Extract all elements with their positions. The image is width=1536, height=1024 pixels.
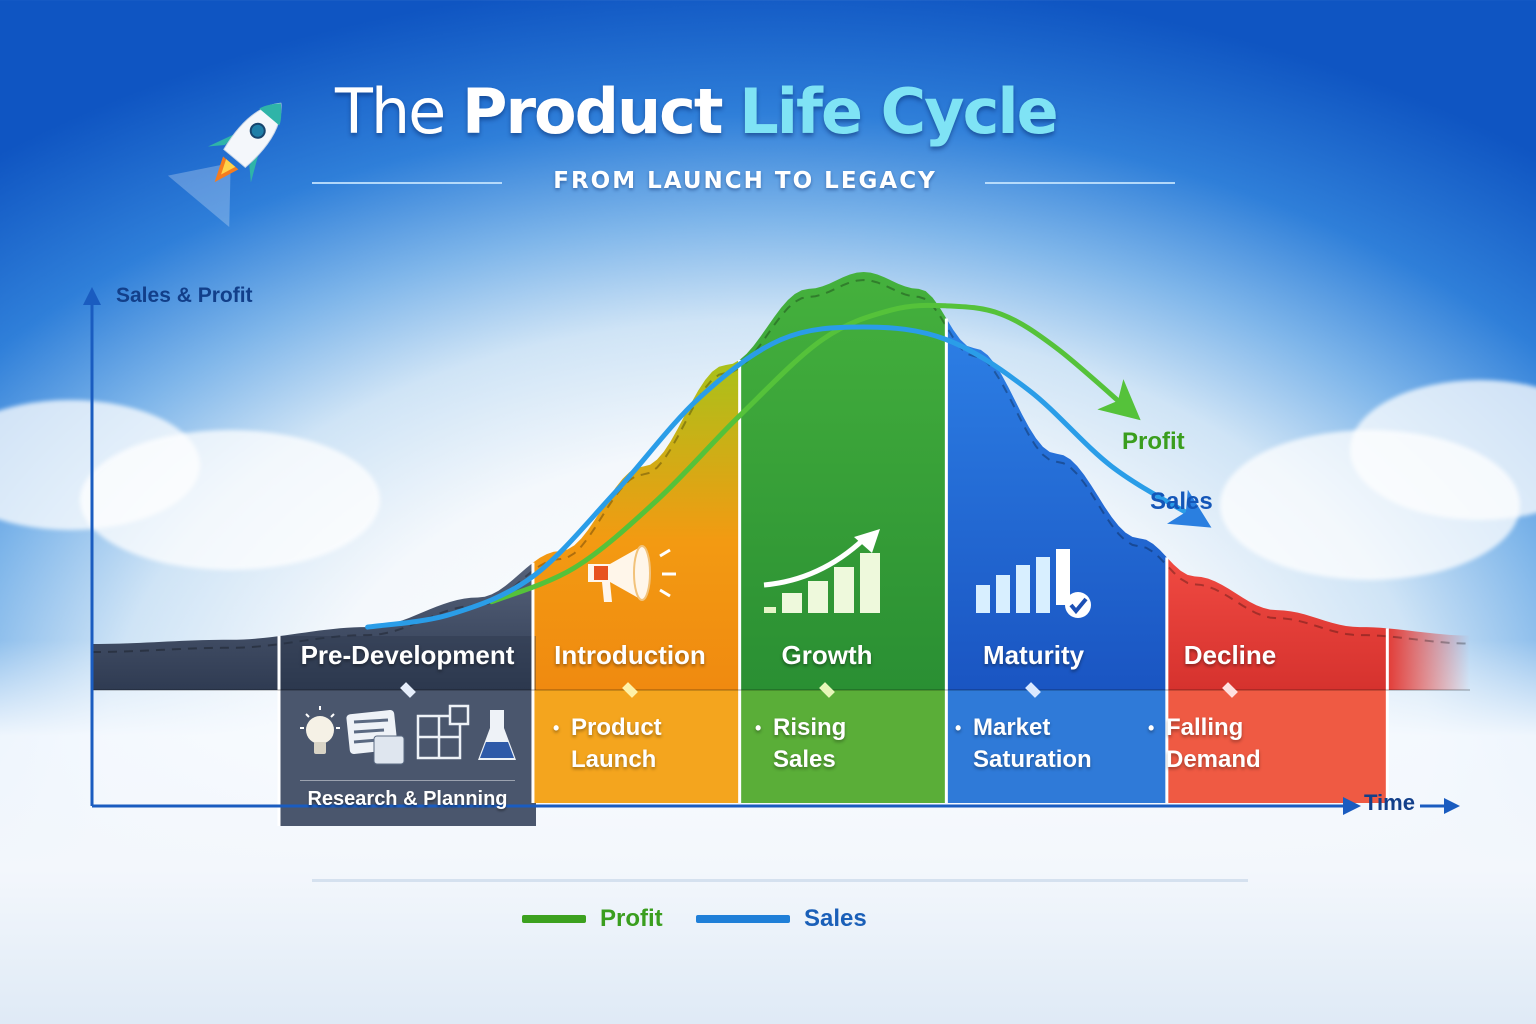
stage-title-decline: Decline (1183, 640, 1277, 670)
profit-legend-label: Profit (600, 905, 663, 932)
stage-title-maturity: Maturity (982, 640, 1085, 670)
flask-icon (478, 710, 516, 760)
stage-bullet-growth: •Rising Sales (755, 712, 905, 776)
stage-title-growth: Growth (781, 640, 873, 670)
research-icons (300, 704, 516, 765)
pre-development-header-panel (279, 636, 536, 690)
rocket-icon (167, 102, 282, 227)
blueprint-icon (416, 704, 470, 760)
profit-curve-label: Profit (1122, 428, 1185, 455)
stage-lower-panel (739, 690, 947, 803)
sales-line (365, 324, 1212, 630)
title-life-cycle: Life Cycle (739, 75, 1058, 148)
stage-bullet-decline: •Falling Demand (1148, 712, 1308, 776)
stage-lower-panel (946, 690, 1167, 803)
stage-bullet-maturity: •Market Saturation (955, 712, 1125, 776)
page-subtitle: FROM LAUNCH TO LEGACY (553, 168, 937, 194)
stage-bullet-introduction: •Product Launch (553, 712, 713, 776)
cloud-left-2 (80, 430, 380, 570)
market-curve-outline (91, 278, 1471, 653)
time-arrow-icon (1420, 798, 1460, 814)
page-title: The Product Life Cycle (335, 72, 1059, 152)
legend-divider (312, 879, 1248, 882)
legend-item-profit: Profit (522, 903, 663, 935)
sales-curve-label: Sales (1150, 488, 1213, 515)
decline-tail-area (1387, 628, 1470, 690)
title-rule (312, 182, 502, 184)
stage-area-pre-development (92, 562, 533, 690)
legend-item-sales: Sales (696, 903, 867, 935)
pre-development-divider (300, 780, 515, 781)
stage-bullet-text: Falling Demand (1166, 714, 1261, 773)
bar-chart-check-icon (976, 549, 1091, 618)
title-rule-right (985, 182, 1175, 184)
stage-title-introduction: Introduction (554, 640, 706, 670)
stage-lower-panel (532, 690, 740, 803)
stage-bullet-text: Rising Sales (773, 714, 847, 773)
growth-chart-icon (763, 529, 880, 613)
stage-caption-pre-development: Research & Planning (307, 788, 508, 810)
stage-area-growth (739, 272, 947, 690)
stage-lower-panel (1166, 690, 1388, 803)
stage-bullet-text: Market Saturation (973, 714, 1092, 773)
title-product: Product (462, 75, 724, 148)
cloud-right-2 (1220, 430, 1520, 580)
stage-area-maturity (946, 318, 1167, 690)
stage-bullet-text: Product Launch (571, 714, 662, 773)
stage-area-introduction (532, 359, 740, 690)
x-axis-label: Time (1364, 790, 1415, 815)
y-axis-label: Sales & Profit (116, 284, 253, 307)
profit-line (489, 302, 1141, 605)
megaphone-icon (588, 545, 676, 602)
stage-area-decline (1166, 557, 1388, 690)
stage-title-pre-development: Pre-Development (300, 640, 515, 670)
sales-legend-swatch (696, 915, 790, 923)
document-icon (346, 709, 405, 765)
lightbulb-icon (300, 706, 340, 754)
sales-legend-label: Sales (804, 905, 867, 932)
title-the: The (335, 75, 446, 148)
profit-legend-swatch (522, 915, 586, 923)
